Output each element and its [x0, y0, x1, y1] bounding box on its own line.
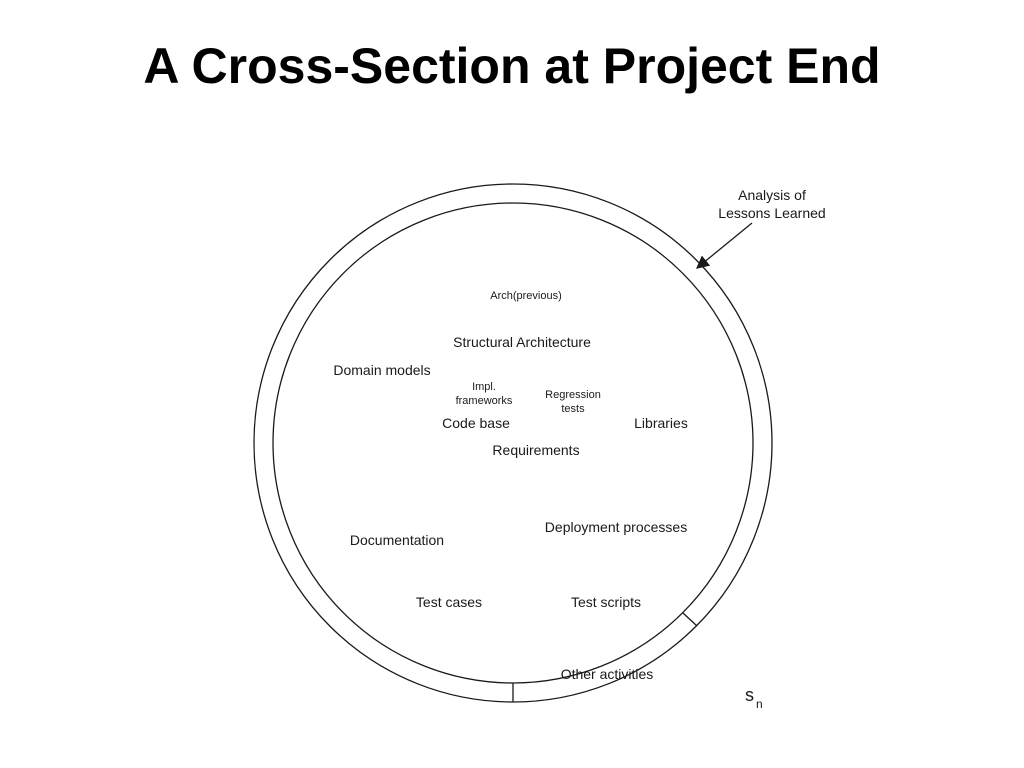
domain-models-label: Domain models	[333, 362, 430, 378]
ring-divider-lower-right	[682, 612, 698, 627]
deployment-processes-label: Deployment processes	[545, 519, 687, 535]
regression-tests-label-line2: tests	[561, 403, 585, 415]
test-cases-label: Test cases	[416, 594, 482, 610]
regression-tests-label-line1: Regression	[545, 389, 601, 401]
test-scripts-label: Test scripts	[571, 594, 641, 610]
callout-label-line1: Analysis of	[738, 187, 806, 203]
slide-title: A Cross-Section at Project End	[143, 38, 881, 94]
structural-architecture-label: Structural Architecture	[453, 334, 591, 350]
libraries-label: Libraries	[634, 415, 688, 431]
impl-frameworks-label-line2: frameworks	[456, 395, 513, 407]
requirements-label: Requirements	[492, 442, 579, 458]
impl-frameworks-label-line1: Impl.	[472, 381, 496, 393]
arch-previous-label: Arch(previous)	[490, 290, 562, 302]
other-activities-label: Other activities	[561, 666, 654, 682]
callout-label-line2: Lessons Learned	[718, 205, 825, 221]
documentation-label: Documentation	[350, 532, 444, 548]
callout-arrow	[695, 222, 753, 269]
state-label-base: s	[745, 685, 754, 705]
state-label-subscript: n	[756, 697, 763, 711]
code-base-label: Code base	[442, 415, 510, 431]
